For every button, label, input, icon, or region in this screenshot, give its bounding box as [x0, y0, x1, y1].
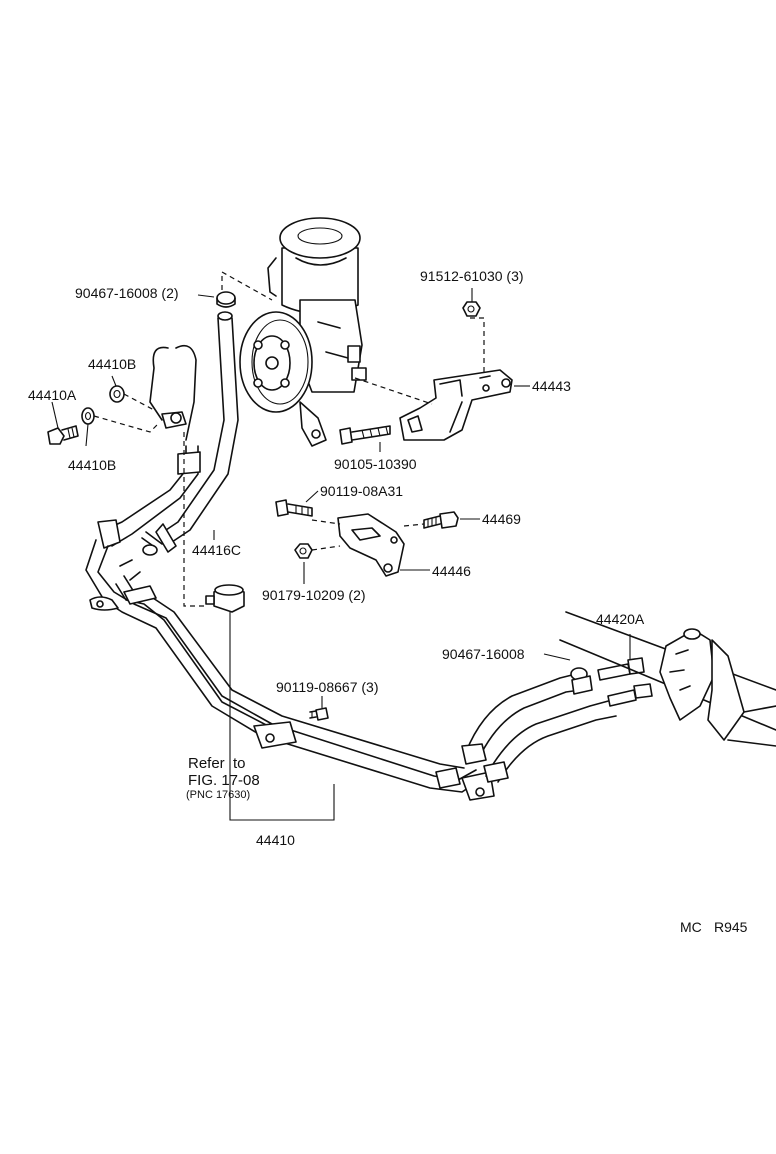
label-clip-lower: 90467-16008 [442, 646, 525, 662]
pressure-hose-upper [97, 344, 201, 549]
label-washer-lower: 44410B [68, 457, 116, 473]
label-nut-lower: 90179-10209 (2) [262, 587, 366, 603]
lower-bracket [337, 513, 405, 577]
nut-lower [294, 543, 313, 559]
steering-rack [559, 611, 776, 747]
label-pressure-tube: 44420A [596, 611, 645, 627]
tube-assembly [85, 539, 495, 801]
washer-upper [109, 385, 125, 403]
power-steering-pump [239, 217, 367, 447]
label-clamp-bolt: 90119-08667 (3) [276, 679, 378, 695]
stud-44469 [423, 511, 459, 529]
bracket-bolt [275, 499, 313, 517]
label-stud: 44469 [482, 511, 521, 527]
label-code-left: MC [680, 919, 702, 935]
label-union-bolt: 44410A [28, 387, 77, 403]
label-lower-bracket: 44446 [432, 563, 471, 579]
label-washer-upper: 44410B [88, 356, 136, 372]
washer-lower [81, 407, 95, 425]
pressure-switch [205, 584, 245, 613]
pump-bolt [339, 425, 391, 445]
label-return-hose: 44416C [192, 542, 241, 558]
label-tube-assembly: 44410 [256, 832, 295, 848]
label-refer-line2: FIG. 17-08 [188, 772, 260, 789]
hose-elbow [141, 531, 163, 556]
label-refer-line1: Refer to [188, 755, 246, 772]
label-code-right: R945 [714, 919, 748, 935]
clamp-bolt [309, 707, 329, 721]
pump-bracket [399, 369, 513, 441]
label-stud-nut: 91512-61030 (3) [420, 268, 524, 284]
label-bracket-bolt: 90119-08A31 [320, 483, 403, 499]
label-pump-bracket: 44443 [532, 378, 571, 394]
rack-hoses [461, 657, 653, 783]
hose-clip-upper [216, 291, 236, 308]
label-clip-upper: 90467-16008 (2) [75, 285, 179, 301]
assembly-lines [93, 270, 485, 607]
label-pump-bolt: 90105-10390 [334, 456, 417, 472]
union-bolt [47, 425, 79, 445]
stud-nut [462, 301, 481, 317]
leader-lines [51, 288, 631, 821]
label-refer-line3: (PNC 17630) [186, 789, 250, 801]
